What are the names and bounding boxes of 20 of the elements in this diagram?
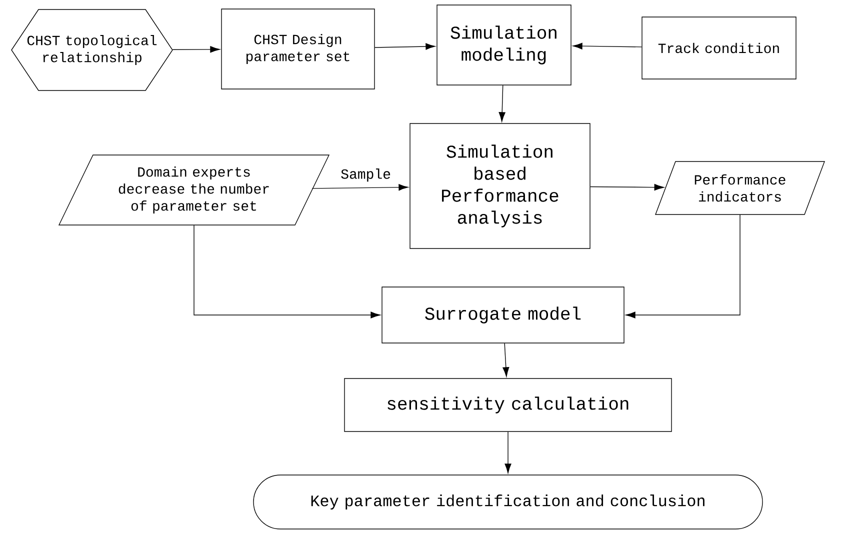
hexagon-box: CHST topological relationship (11, 9, 173, 91)
edge-label: Sample (340, 168, 392, 183)
arrow (312, 184, 408, 191)
data-parallelogram: Performance indicators (655, 161, 826, 215)
arrow (590, 184, 664, 191)
arrow (194, 224, 380, 318)
process-box: Track condition (642, 16, 796, 80)
process-box: Simulation modeling (436, 4, 572, 86)
arrow (498, 85, 506, 122)
process-box: CHST Design parameter set (221, 8, 375, 90)
arrow (502, 343, 510, 377)
arrow (504, 432, 512, 474)
terminal-box: Key parameter identification and conclusion (253, 474, 763, 530)
process-box: Simulation based Performance analysis (410, 123, 590, 249)
arrow (172, 46, 220, 53)
arrow (374, 43, 436, 50)
arrow (572, 42, 642, 50)
process-box: sensitivity calculation (344, 378, 672, 432)
arrow (626, 214, 740, 318)
process-box: Surrogate model (382, 286, 624, 344)
